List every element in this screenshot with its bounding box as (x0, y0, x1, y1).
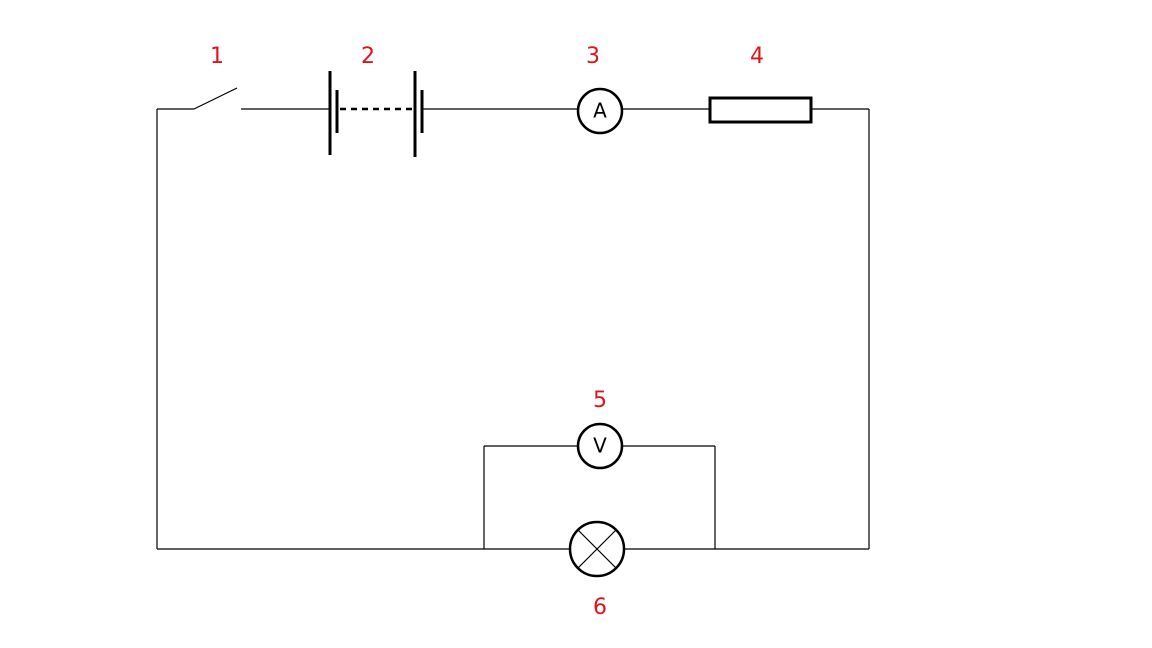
label-3: 3 (586, 44, 600, 69)
label-2: 2 (361, 44, 375, 69)
resistor-rect (708, 96, 813, 124)
voltmeter-circle (576, 422, 624, 470)
circuit-wires (156, 108, 870, 550)
switch-symbol (193, 87, 238, 110)
label-1: 1 (210, 44, 224, 69)
ammeter-symbol: A (576, 87, 624, 135)
voltmeter-letter: V (593, 434, 607, 458)
battery-symbol (328, 71, 424, 157)
label-4: 4 (750, 44, 764, 69)
ammeter-circle (576, 87, 624, 135)
lamp-cross-b (577, 529, 617, 569)
component-labels: 1 2 3 4 5 6 (210, 44, 764, 620)
resistor-symbol (708, 96, 813, 124)
voltmeter-symbol: V (576, 422, 624, 470)
lamp-symbol (568, 520, 626, 578)
label-6: 6 (593, 595, 607, 620)
ammeter-letter: A (593, 99, 607, 123)
label-5: 5 (593, 388, 607, 413)
